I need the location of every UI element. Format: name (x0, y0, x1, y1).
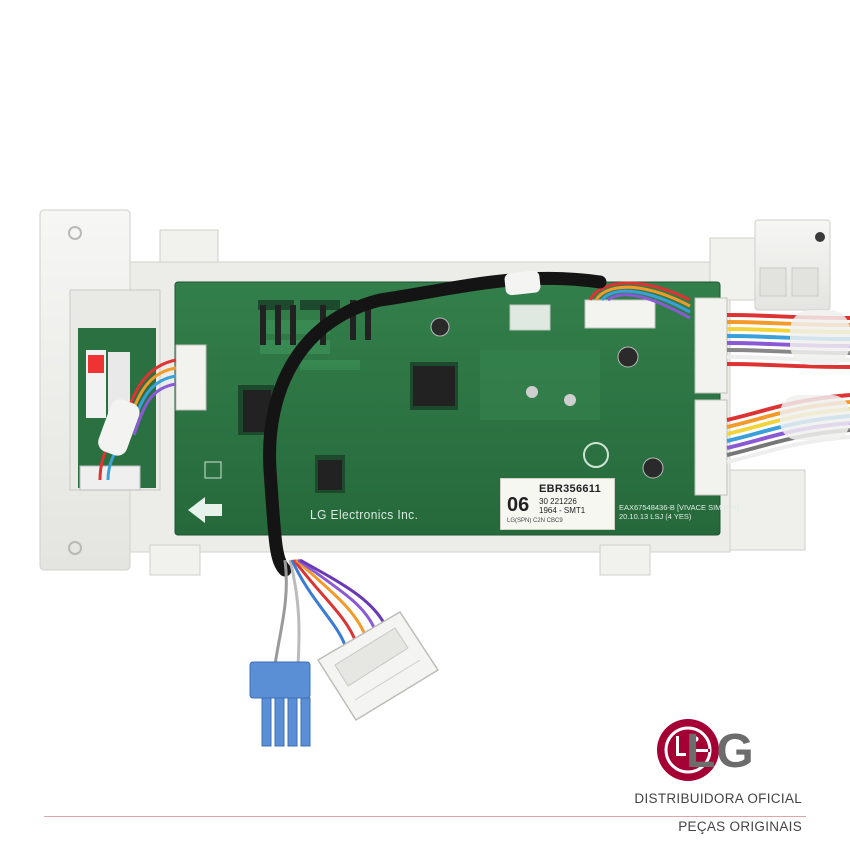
silkscreen-model-line-1: EAX67548436-B [VIVACE SIM-PJT] (619, 503, 740, 512)
wire-sleeve (790, 310, 850, 365)
part-number: EBR356611 (539, 483, 602, 495)
pcb-part-label: EBR356611 06 30 221226 1964 - SMT1 LG(SP… (500, 478, 615, 530)
divider-line (44, 816, 806, 817)
wire-harness-bottom (273, 558, 387, 666)
silkscreen-brand: LG Electronics Inc. (310, 507, 419, 523)
lg-wordmark: LG (686, 725, 755, 778)
label-line-3: LG(SPN) C2N CBC9 (507, 518, 563, 524)
lg-logo-mark (657, 719, 719, 781)
revision-number: 06 (507, 494, 530, 516)
label-line-1: 30 221226 (539, 497, 577, 506)
main-pcb (174, 281, 728, 536)
capacitor-icon (430, 317, 664, 479)
silkscreen-model: EAX67548436-B [VIVACE SIM-PJT] 20.10.13 … (619, 503, 739, 521)
tagline-distribuidora: DISTRIBUIDORA OFICIAL (634, 791, 802, 806)
wire-sleeve (98, 399, 140, 456)
arrow-left-icon (188, 497, 222, 523)
side-display-board (69, 289, 161, 491)
silkscreen-model-line-2: 20.10.13 LSJ (4 YES) (619, 512, 692, 521)
tagline-pecas: PEÇAS ORIGINAIS (678, 819, 802, 834)
white-connector (316, 610, 440, 722)
brand-block: LG DISTRIBUIDORA OFICIAL PEÇAS ORIGINAIS (602, 718, 802, 834)
wire-harness-top (588, 281, 691, 320)
blue-connector (249, 661, 311, 747)
black-harness (263, 271, 607, 577)
wire-sleeve (780, 395, 850, 440)
label-line-2: 1964 - SMT1 (539, 506, 586, 515)
